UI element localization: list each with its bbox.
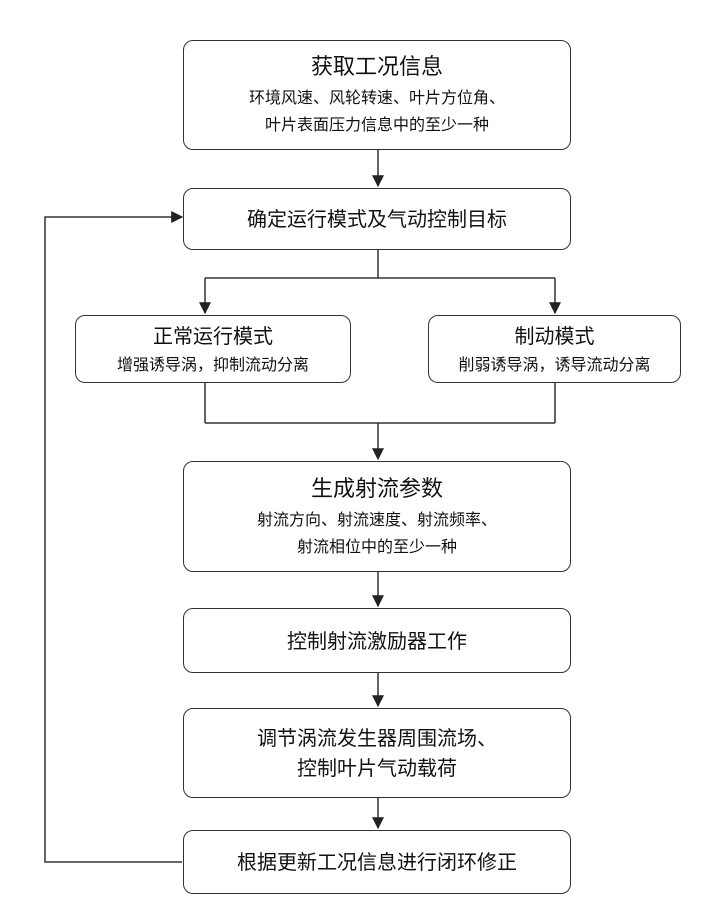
node-control-title: 控制射流激励器工作 [287,626,467,656]
node-acquire-line-2: 叶片表面压力信息中的至少一种 [265,111,489,138]
node-adjust: 调节涡流发生器周围流场、 控制叶片气动载荷 [183,708,571,798]
node-correct: 根据更新工况信息进行闭环修正 [183,830,571,894]
node-generate-line-2: 射流相位中的至少一种 [297,533,457,560]
node-normal-title: 正常运行模式 [153,321,273,351]
node-brake-detail: 削弱诱导涡，诱导流动分离 [458,351,650,378]
node-acquire: 获取工况信息 环境风速、风轮转速、叶片方位角、 叶片表面压力信息中的至少一种 [183,40,571,150]
node-determine-title: 确定运行模式及气动控制目标 [247,204,507,234]
node-normal-mode: 正常运行模式 增强诱导涡，抑制流动分离 [75,315,351,383]
feedback-loop-line [45,217,182,862]
node-acquire-title: 获取工况信息 [311,52,443,84]
node-generate-title: 生成射流参数 [311,474,443,506]
node-acquire-line-1: 环境风速、风轮转速、叶片方位角、 [249,84,505,111]
node-adjust-line-2: 控制叶片气动载荷 [297,753,457,783]
node-normal-detail: 增强诱导涡，抑制流动分离 [117,351,309,378]
node-control: 控制射流激励器工作 [183,608,571,673]
node-adjust-line-1: 调节涡流发生器周围流场、 [257,723,497,753]
node-determine: 确定运行模式及气动控制目标 [183,188,571,250]
node-generate-line-1: 射流方向、射流速度、射流频率、 [257,506,497,533]
node-correct-title: 根据更新工况信息进行闭环修正 [237,847,517,877]
node-brake-title: 制动模式 [515,321,595,351]
node-brake-mode: 制动模式 削弱诱导涡，诱导流动分离 [428,315,681,383]
node-generate: 生成射流参数 射流方向、射流速度、射流频率、 射流相位中的至少一种 [183,461,571,572]
